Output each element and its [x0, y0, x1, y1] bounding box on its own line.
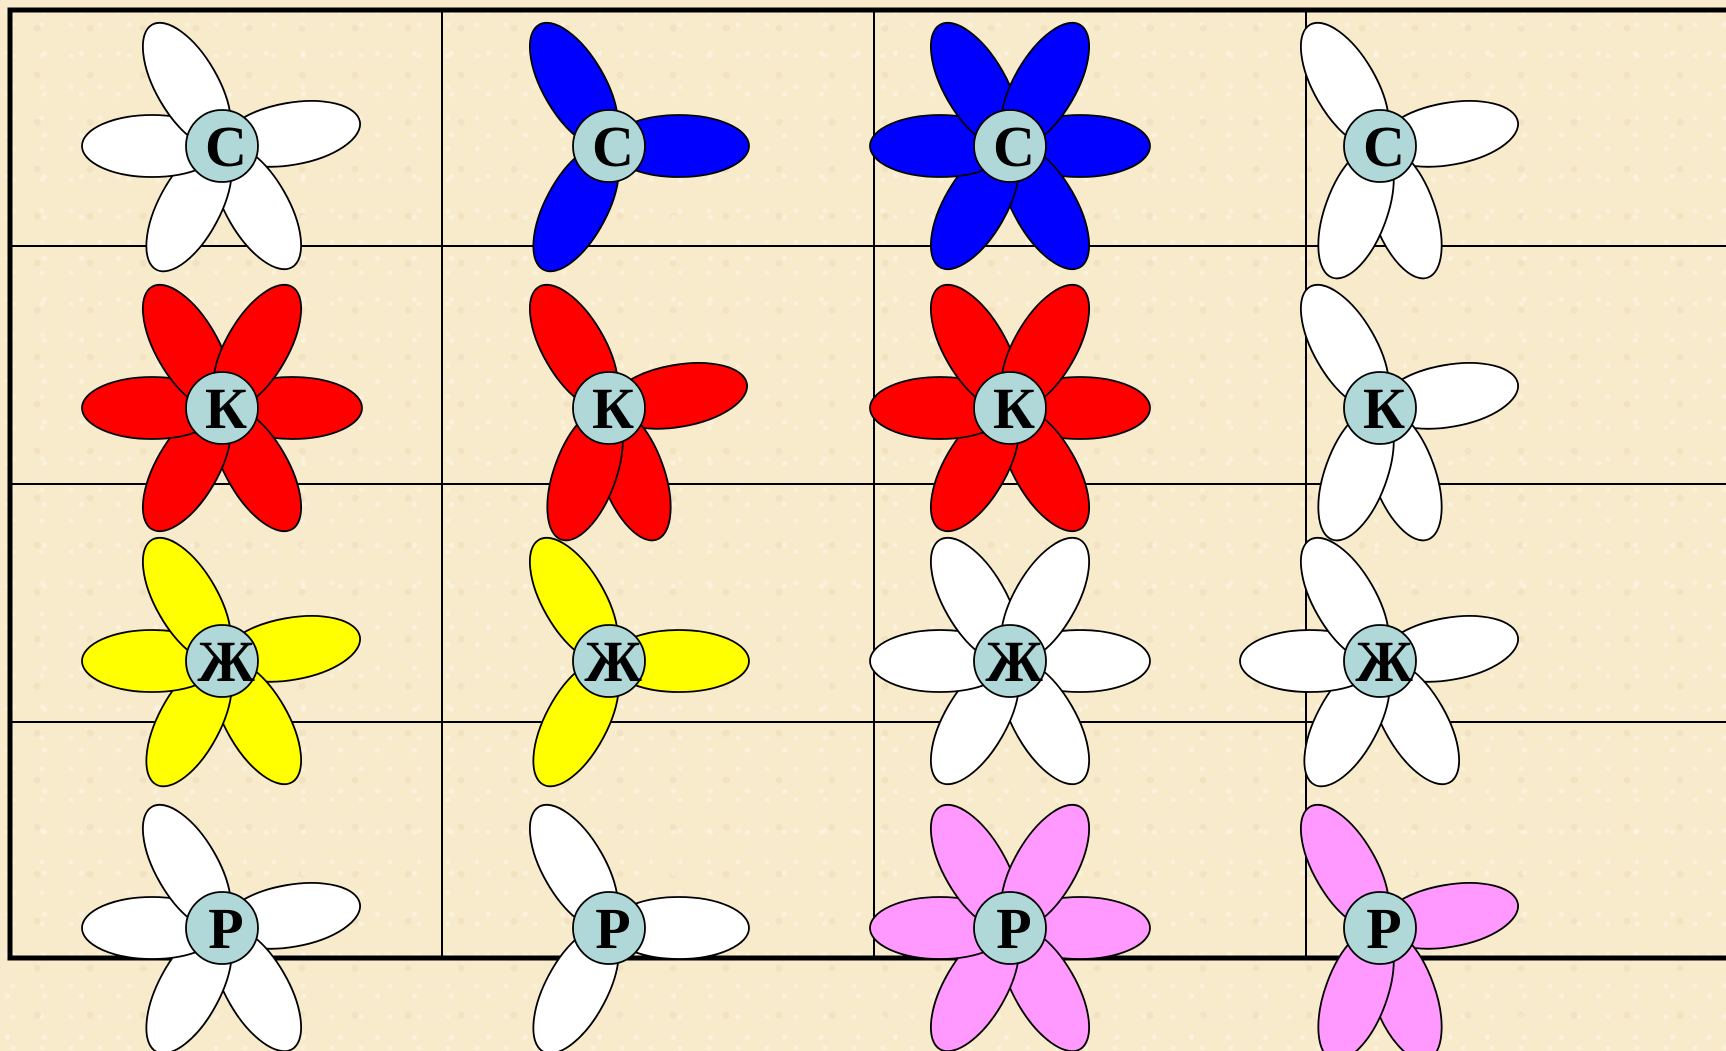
flower-letter: Ж [197, 629, 255, 694]
flower-letter: Р [208, 896, 243, 961]
flower[interactable]: К [1283, 271, 1523, 550]
flower[interactable]: С [512, 9, 749, 284]
flower-letter: К [592, 376, 634, 441]
flower-letter: Ж [1355, 629, 1413, 694]
flower[interactable]: Р [82, 791, 365, 1051]
flower[interactable]: К [82, 271, 362, 544]
flower-letter: С [1363, 114, 1405, 179]
flower[interactable]: Р [512, 791, 749, 1051]
flower-letter: К [1363, 376, 1405, 441]
flower[interactable]: С [82, 9, 365, 284]
flower-letter: Ж [985, 629, 1043, 694]
flower[interactable]: Ж [82, 524, 365, 799]
flower-letter: К [205, 376, 247, 441]
flower[interactable]: С [870, 9, 1150, 282]
flower[interactable]: К [512, 271, 752, 550]
flower[interactable]: К [870, 271, 1150, 544]
flowers: С С С С К К К К Ж Ж Ж Ж Р Р Р Р [82, 9, 1523, 1051]
flower-letter: С [205, 114, 247, 179]
flower-letter: К [993, 376, 1035, 441]
flower-letter: Р [1366, 896, 1401, 961]
flower[interactable]: Ж [512, 524, 749, 799]
flower[interactable]: Р [870, 791, 1150, 1051]
flower[interactable]: Ж [1240, 524, 1523, 799]
flower-letter: С [993, 114, 1035, 179]
flower-letter: Р [996, 896, 1031, 961]
flower-letter: С [592, 114, 634, 179]
flower-letter: Р [595, 896, 630, 961]
flower-letter: Ж [584, 629, 642, 694]
flower[interactable]: Ж [870, 524, 1150, 797]
flower[interactable]: Р [1283, 791, 1523, 1051]
